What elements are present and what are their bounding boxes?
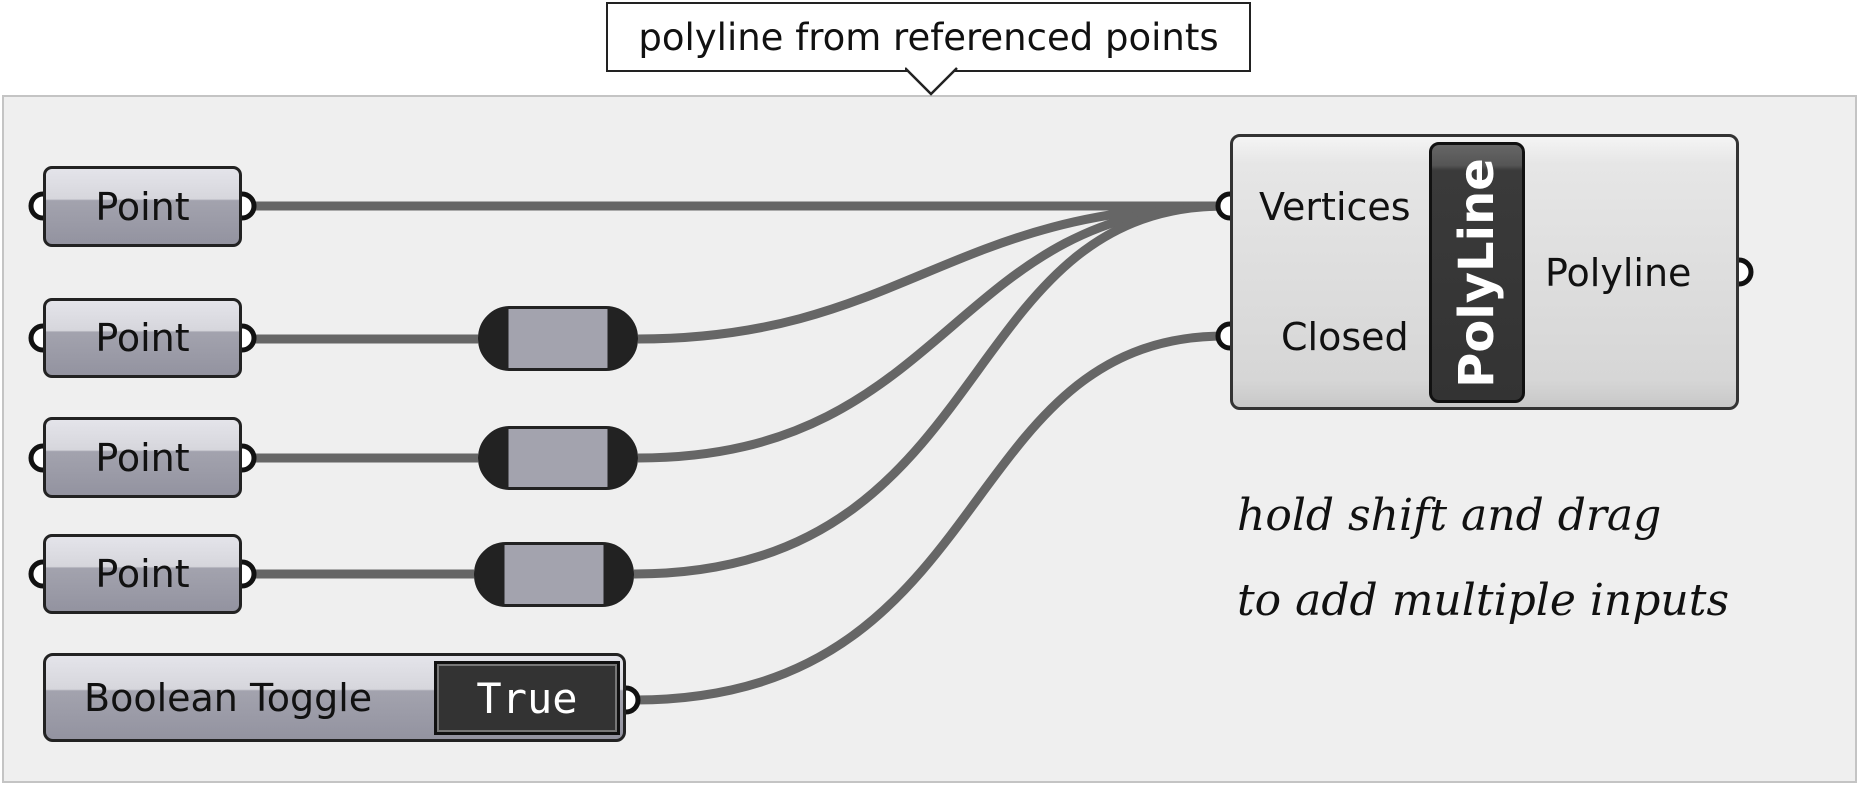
output-polyline[interactable]: Polyline: [1545, 251, 1692, 295]
tooltip-pointer: [905, 67, 958, 96]
toggle-value[interactable]: True: [434, 661, 620, 735]
component-name-box: PolyLine: [1429, 142, 1525, 403]
wire-relay2: [637, 201, 1226, 463]
wire-toggle: [633, 331, 1226, 705]
note-line-2: to add multiple inputs: [1237, 575, 1730, 626]
point-label: Point: [95, 184, 190, 229]
point-label: Point: [95, 552, 190, 596]
relay-3[interactable]: [474, 542, 634, 607]
relay-2[interactable]: [478, 426, 638, 490]
component-name: PolyLine: [1449, 157, 1506, 388]
point-node-2[interactable]: Point: [43, 298, 242, 378]
boolean-toggle[interactable]: Boolean Toggle True: [43, 653, 626, 742]
point-label: Point: [95, 435, 190, 480]
point-node-4[interactable]: Point: [43, 534, 242, 614]
group-tooltip: polyline from referenced points: [606, 2, 1251, 72]
point-label: Point: [95, 316, 190, 360]
toggle-label: Boolean Toggle: [84, 676, 373, 720]
input-vertices[interactable]: Vertices: [1259, 185, 1411, 229]
tooltip-text: polyline from referenced points: [638, 15, 1219, 59]
input-closed[interactable]: Closed: [1281, 315, 1409, 359]
wire-relay1: [637, 201, 1226, 344]
polyline-component[interactable]: Vertices Closed PolyLine Polyline: [1230, 134, 1739, 410]
point-node-1[interactable]: Point: [43, 166, 242, 247]
note-line-1: hold shift and drag: [1237, 490, 1662, 541]
point-node-3[interactable]: Point: [43, 417, 242, 498]
relay-1[interactable]: [478, 306, 638, 371]
wire-relay3: [633, 201, 1226, 579]
